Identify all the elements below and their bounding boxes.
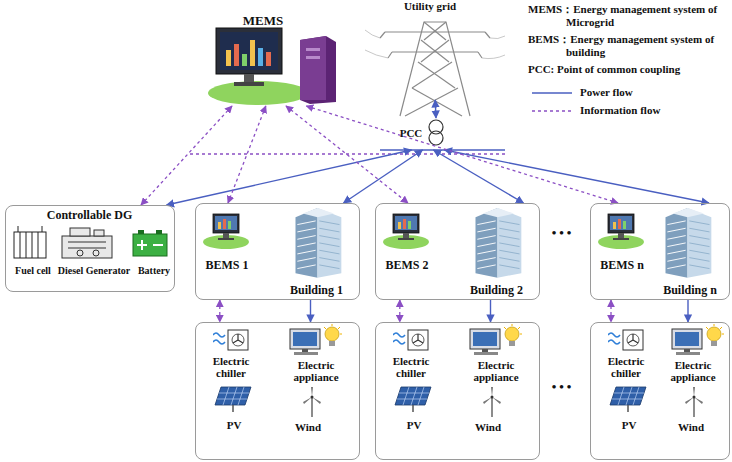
power-flow-line: [435, 100, 437, 118]
legend-label: Power flow: [580, 86, 633, 99]
node-label: Building 1: [274, 284, 359, 297]
ellipsis-mark: •••: [543, 226, 583, 239]
power-flow-line: [434, 150, 524, 203]
dg-box: Controllable DG Fuel cellDiesel Generator…: [5, 205, 175, 292]
node-label: Battery: [132, 265, 176, 276]
node-label: Diesel Generator: [52, 265, 136, 276]
information-flow-line: [399, 300, 400, 322]
legend-sample: [532, 105, 572, 117]
power-flow-line: [445, 150, 710, 203]
node-label: Electric appliance: [454, 359, 538, 383]
node-label: Electric chiller: [198, 355, 264, 379]
node-label: Electric chiller: [593, 355, 659, 379]
load-box: Electric chillerElectric appliancePV Wind: [590, 322, 730, 460]
node-label: PCC: [395, 127, 427, 139]
node-label: Building n: [649, 284, 731, 297]
legend-line: [532, 92, 572, 94]
node-label: BEMS n: [591, 259, 653, 272]
load-box: Electric chiller Electric appliancePV Wind: [375, 322, 540, 460]
legend-label: Information flow: [580, 104, 660, 117]
load-box: Electric chiller Electric appliancePV Wind: [195, 322, 360, 460]
information-flow-line: [286, 106, 408, 203]
ellipsis-mark: •••: [543, 380, 583, 393]
information-flow-line: [228, 106, 266, 203]
definition-note: PCC: Point of common coupling: [528, 63, 732, 76]
node-label: Controllable DG: [6, 209, 173, 222]
node-label: Wind: [671, 421, 711, 433]
building-box: BEMS n Building n: [590, 203, 730, 300]
node-label: Wind: [288, 421, 328, 433]
information-flow-line: [141, 106, 232, 205]
node-label: Electric appliance: [655, 359, 731, 383]
definition-note: MEMS：Energy management system of Microgr…: [528, 3, 732, 29]
power-flow-line: [687, 300, 688, 322]
power-flow-line: [310, 300, 311, 322]
power-flow-line: [490, 300, 491, 322]
building-box: BEMS 1 Building 1: [195, 203, 360, 300]
pcc-transformer: PCC: [395, 118, 450, 150]
node-label: Electric appliance: [274, 359, 358, 383]
node-label: PV: [611, 419, 647, 431]
node-label: Fuel cell: [8, 265, 58, 276]
information-flow-line: [306, 106, 618, 203]
legend-line: [532, 110, 572, 112]
information-flow-line: [610, 300, 611, 322]
node-label: Building 2: [454, 284, 539, 297]
information-flow-line: [219, 300, 220, 322]
power-flow-line: [344, 150, 423, 203]
node-label: Electric chiller: [378, 355, 444, 379]
building-box: BEMS 2 Building 2: [375, 203, 540, 300]
node-label: PV: [396, 419, 432, 431]
node-label: Utility grid: [365, 0, 495, 12]
node-label: PV: [216, 419, 252, 431]
node-label: MEMS: [233, 14, 293, 28]
node-label: BEMS 2: [376, 259, 438, 272]
utility-grid: Utility grid: [365, 0, 495, 100]
node-label: Wind: [468, 421, 508, 433]
mems-workstation: MEMS: [205, 14, 340, 106]
definition-note: BEMS：Energy management system of buildin…: [528, 33, 732, 59]
legend-sample: [532, 87, 572, 99]
power-flow-line: [167, 150, 412, 205]
node-label: BEMS 1: [196, 259, 258, 272]
